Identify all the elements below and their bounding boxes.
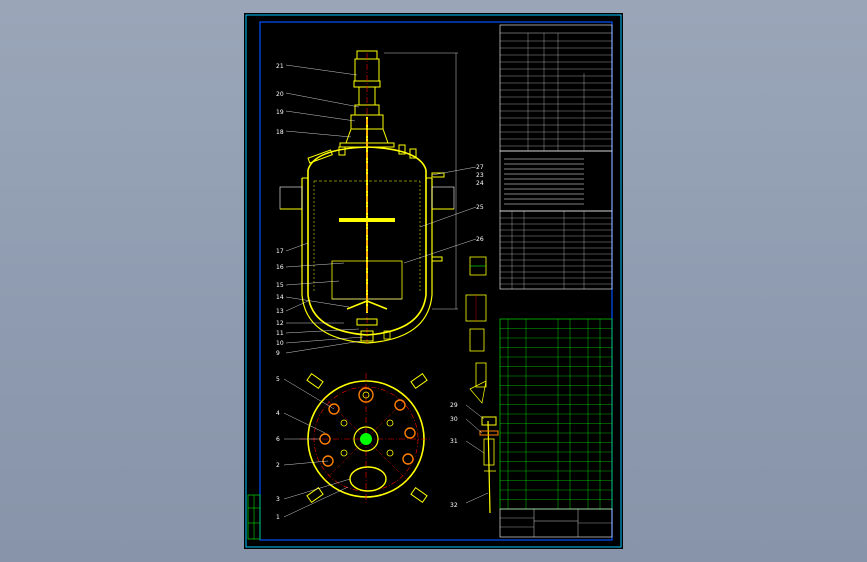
part-number-label: 6 bbox=[276, 436, 280, 443]
part-number-label: 14 bbox=[276, 294, 284, 301]
lower-impeller bbox=[346, 300, 388, 310]
upper-impeller bbox=[339, 218, 395, 222]
part-number-label: 1 bbox=[276, 514, 280, 521]
lower-head bbox=[307, 294, 427, 336]
manhole-nozzle bbox=[307, 149, 333, 164]
drawing-sheet: 21 20 19 18 17 16 15 14 13 12 11 10 9 27… bbox=[244, 13, 623, 549]
manhole bbox=[349, 466, 387, 492]
part-number-label: 11 bbox=[276, 330, 284, 337]
part-number-label: 32 bbox=[450, 502, 458, 509]
part-number-label: 30 bbox=[450, 416, 458, 423]
part-number-label: 3 bbox=[276, 496, 280, 503]
part-number-label: 27 bbox=[476, 164, 484, 171]
elevation-view bbox=[279, 50, 477, 354]
support-lug-right bbox=[431, 186, 455, 210]
outer-frame bbox=[245, 14, 622, 548]
part-number-label: 2 bbox=[276, 462, 280, 469]
part-number-label: 25 bbox=[476, 204, 484, 211]
title-block bbox=[499, 508, 613, 538]
part-number-label: 29 bbox=[450, 402, 458, 409]
reactor-drawing: 21 20 19 18 17 16 15 14 13 12 11 10 9 27… bbox=[245, 14, 622, 548]
support-lug-left bbox=[279, 186, 303, 210]
part-number-label: 4 bbox=[276, 410, 280, 417]
nozzle-detail-views bbox=[465, 256, 487, 404]
bottom-outlet bbox=[360, 330, 374, 342]
part-number-label: 23 bbox=[476, 172, 484, 179]
part-number-label: 21 bbox=[276, 63, 284, 70]
part-number-label: 9 bbox=[276, 350, 280, 357]
part-number-label: 13 bbox=[276, 308, 284, 315]
parts-list-table bbox=[499, 318, 613, 510]
part-number-label: 26 bbox=[476, 236, 484, 243]
part-number-label: 18 bbox=[276, 129, 284, 136]
shaft-seal bbox=[360, 433, 372, 445]
part-number-label: 31 bbox=[450, 438, 458, 445]
part-number-label: 15 bbox=[276, 282, 284, 289]
part-number-label: 24 bbox=[476, 180, 484, 187]
part-number-label: 20 bbox=[276, 91, 284, 98]
part-number-label: 17 bbox=[276, 248, 284, 255]
part-number-label: 19 bbox=[276, 109, 284, 116]
part-number-label: 10 bbox=[276, 340, 284, 347]
plan-view bbox=[283, 373, 432, 518]
technical-notes bbox=[499, 150, 613, 212]
part-number-label: 16 bbox=[276, 264, 284, 271]
part-number-label: 5 bbox=[276, 376, 280, 383]
drive-flange bbox=[353, 426, 379, 452]
nozzle-table bbox=[499, 210, 613, 290]
part-number-label: 12 bbox=[276, 320, 284, 327]
design-data-table bbox=[499, 24, 613, 152]
thermowell-detail bbox=[465, 404, 499, 514]
